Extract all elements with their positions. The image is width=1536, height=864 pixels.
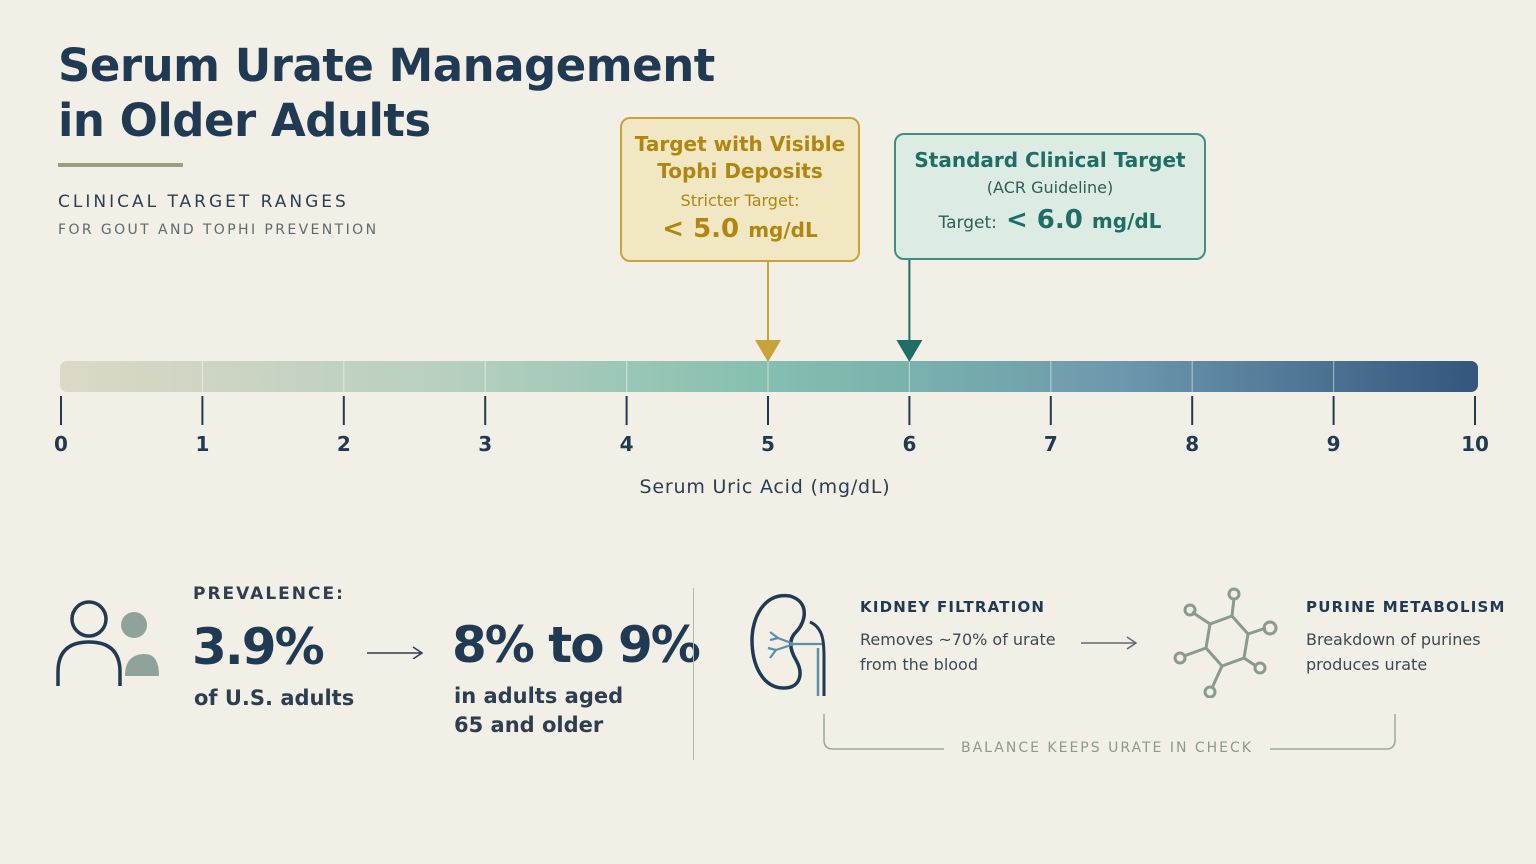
tophi-value-number: < 5.0: [662, 214, 740, 244]
scale-tick-label: 3: [478, 432, 492, 456]
tophi-target-callout: Target with Visible Tophi Deposits Stric…: [620, 117, 860, 262]
scale-markers: [755, 260, 923, 362]
scale-tick-label: 10: [1461, 432, 1489, 456]
prevalence-general-desc: of U.S. adults: [194, 686, 355, 710]
kidney-description-line-2: from the blood: [860, 655, 978, 674]
subtitle-line-1: CLINICAL TARGET RANGES: [58, 192, 349, 212]
prevalence-older-desc-line-2: 65 and older: [454, 713, 604, 737]
purine-description: Breakdown of purines produces urate: [1306, 627, 1526, 677]
arrow-right-icon: [1081, 636, 1138, 650]
standard-callout-subtitle: (ACR Guideline): [986, 178, 1114, 197]
prevalence-older-desc-line-1: in adults aged: [454, 684, 624, 708]
scale-tick-label: 0: [54, 432, 68, 456]
molecule-icon: [1173, 587, 1278, 698]
standard-value-unit: mg/dL: [1091, 209, 1162, 233]
axis-title: Serum Uric Acid (mg/dL): [639, 476, 891, 498]
scale-tick-label: 2: [337, 432, 351, 456]
arrow-right-icon: [367, 646, 424, 659]
prevalence-older-value: 8% to 9%: [452, 616, 701, 674]
section-divider: [693, 588, 694, 760]
tophi-marker-arrow: [755, 340, 781, 362]
people-icon: [56, 600, 159, 686]
scale-bar: [60, 361, 1478, 392]
scale-tick-label: 1: [195, 432, 209, 456]
standard-target-callout: Standard Clinical Target (ACR Guideline)…: [894, 133, 1206, 260]
tophi-callout-label: Stricter Target:: [680, 191, 800, 210]
scale-tick-label: 5: [761, 432, 775, 456]
scale-ticks: [60, 361, 1476, 425]
standard-value-label: Target:: [938, 213, 997, 233]
scale-tick-label: 9: [1327, 432, 1341, 456]
page-title: Serum Urate Management in Older Adults: [58, 38, 715, 148]
tophi-callout-title: Target with Visible Tophi Deposits: [622, 131, 858, 185]
tophi-callout-value: < 5.0 mg/dL: [622, 214, 858, 244]
kidney-heading: KIDNEY FILTRATION: [860, 598, 1046, 616]
tophi-title-line-2: Tophi Deposits: [657, 159, 823, 183]
tophi-title-line-1: Target with Visible: [634, 132, 846, 156]
scale-tick-label: 7: [1044, 432, 1058, 456]
title-line-1: Serum Urate Management: [58, 39, 715, 92]
standard-marker-arrow: [896, 340, 923, 362]
subtitle-line-2: FOR GOUT AND TOPHI PREVENTION: [58, 222, 379, 238]
prevalence-general-value: 3.9%: [192, 618, 325, 676]
scale-tick-label: 4: [620, 432, 634, 456]
prevalence-older-desc: in adults aged 65 and older: [454, 682, 654, 740]
purine-heading: PURINE METABOLISM: [1306, 598, 1506, 616]
kidney-description: Removes ~70% of urate from the blood: [860, 627, 1060, 677]
standard-callout-title: Standard Clinical Target: [914, 148, 1186, 172]
balance-note: BALANCE KEEPS URATE IN CHECK: [944, 740, 1270, 756]
scale-tick-label: 8: [1185, 432, 1199, 456]
title-line-2: in Older Adults: [58, 94, 431, 147]
title-divider: [58, 163, 183, 167]
standard-callout-value: Target: < 6.0 mg/dL: [896, 205, 1204, 235]
scale-tick-labels: 0 1 2 3 4 5 6 7 8 9 10: [54, 432, 1489, 456]
scale-tick-label: 6: [902, 432, 916, 456]
tophi-value-unit: mg/dL: [748, 218, 818, 242]
kidney-description-line-1: Removes ~70% of urate: [860, 630, 1056, 649]
kidney-icon: [750, 593, 826, 696]
standard-value-number: < 6.0: [1005, 205, 1083, 235]
purine-description-line-1: Breakdown of purines: [1306, 630, 1481, 649]
prevalence-label: PREVALENCE:: [193, 584, 345, 604]
purine-description-line-2: produces urate: [1306, 655, 1428, 674]
